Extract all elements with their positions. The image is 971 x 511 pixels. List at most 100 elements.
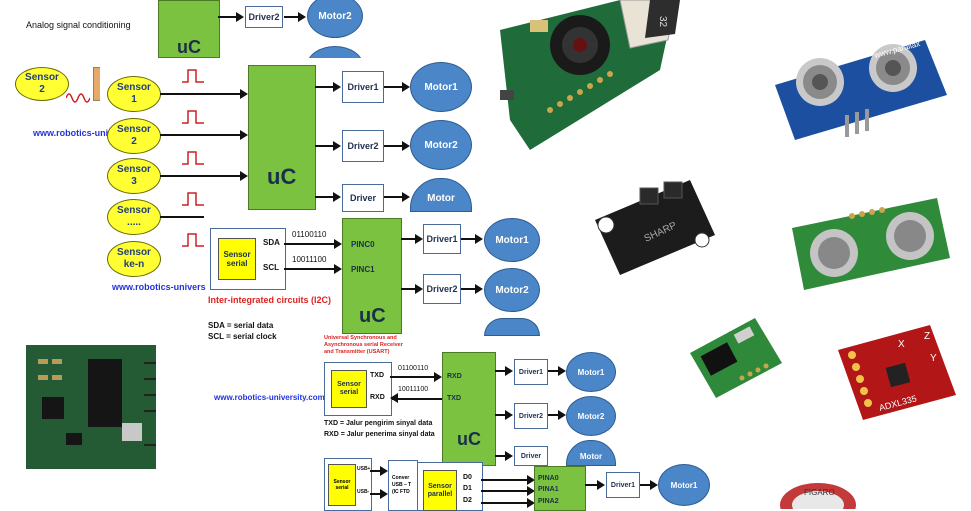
i2c-driver2-to-motor2	[461, 284, 483, 294]
driver3-box: Driver	[342, 184, 384, 212]
data-line-d0: D0	[463, 474, 472, 481]
i2c-bits-1: 01100110	[292, 230, 327, 239]
uc-to-driver1	[315, 82, 341, 92]
usart-driver2: Driver2	[514, 403, 548, 429]
pin-a0: PINA0	[538, 475, 559, 482]
d1-arrow	[481, 486, 535, 496]
usb-minus-arrow	[370, 489, 388, 499]
usb-minus-label: USB-	[357, 489, 370, 495]
motor1: Motor1	[410, 62, 472, 112]
sensor-dots: Sensor .....	[107, 199, 161, 235]
analog-wave-icon	[66, 93, 90, 103]
i2c-motor1: Motor1	[484, 218, 540, 262]
top-arrow-motor2	[284, 12, 306, 22]
usart-sensor-label: Sensor serial	[337, 381, 361, 396]
i2c-uc-label: uC	[359, 305, 386, 327]
usb-plus-label: USB+	[357, 466, 371, 472]
usart-pin-rxd: RXD	[370, 394, 385, 401]
i2c-note-sda: SDA = serial data	[208, 321, 274, 330]
ultrasonic-sensor-blue-photo: www.parallax	[775, 40, 947, 140]
usart-heading: Universal Synchronous and Asynchronous s…	[324, 335, 403, 355]
bottom-sensor-parallel: Sensor parallel	[423, 470, 457, 511]
usart-motor3: Motor	[566, 440, 616, 466]
gas-sensor-label: FIGARO	[804, 488, 835, 497]
usart-sensor-block: Sensor serial	[331, 370, 367, 408]
usart-driver2-to-motor2	[548, 410, 566, 420]
top-uc-label: uC	[177, 37, 201, 57]
usb-plus-arrow	[370, 466, 388, 476]
usart-uc-rxd: RXD	[447, 373, 462, 380]
pin-a1: PINA1	[538, 486, 559, 493]
driver2-box: Driver2	[342, 130, 384, 162]
top-uc-block: uC	[158, 0, 220, 58]
i2c-caption: Inter-integrated circuits (I2C)	[208, 295, 332, 305]
usart-note-rxd: RXD = Jalur penerima sinyal data	[324, 431, 435, 438]
i2c-pin-scl: SCL	[263, 263, 279, 272]
usart-bits-1: 01100110	[398, 365, 429, 372]
uc-to-driver3	[315, 192, 341, 202]
i2c-sensor-block: Sensor serial	[218, 238, 256, 280]
top-motor2: Motor2	[307, 0, 363, 38]
digital-pulse-icon-5	[182, 233, 204, 247]
top-sensor2: Sensor 2	[15, 67, 69, 101]
driver1-box: Driver1	[342, 71, 384, 103]
usart-url: www.robotics-university.com	[214, 393, 325, 402]
camera-card-text: 32	[657, 16, 668, 28]
usart-pin-txd: TXD	[370, 372, 384, 379]
top-driver2-box: Driver2	[245, 6, 283, 28]
bottom-sensor-serial: Sensor serial	[328, 464, 356, 506]
usart-uc-block: RXD TXD uC	[442, 352, 496, 466]
parallel-url: www.robotics-uni	[33, 128, 109, 138]
bottom-uc-to-driver	[585, 480, 605, 490]
i2c-uc-to-driver1	[401, 234, 423, 244]
i2c-bits-2: 10011100	[292, 255, 327, 264]
driver1-to-motor1	[384, 82, 410, 92]
bottom-sensor-parallel-label: Sensor parallel	[427, 482, 453, 498]
i2c-uc-to-driver2	[401, 284, 423, 294]
sensor-2: Sensor 2	[107, 118, 161, 154]
i2c-motor2: Motor2	[484, 268, 540, 312]
usb-converter-box: Conver USB – T (IC FTD	[388, 460, 418, 511]
usart-uc-to-driver2	[495, 410, 513, 420]
i2c-sda-arrow	[284, 239, 342, 249]
parallel-uc-label: uC	[267, 164, 297, 189]
i2c-uc-block: PINC0 PINC1 uC	[342, 218, 402, 334]
parallel-uc-block: uC	[248, 65, 316, 210]
bottom-driver1: Driver1	[606, 472, 640, 498]
motor3-label: Motor	[427, 192, 455, 204]
sharp-ir-sensor-photo: SHARP	[595, 180, 715, 275]
usart-motor2: Motor2	[566, 396, 616, 436]
digital-pulse-icon-2	[182, 110, 204, 124]
bottom-driver-to-motor	[640, 480, 658, 490]
usart-rxd-arrowhead	[390, 393, 398, 403]
data-line-d1: D1	[463, 485, 472, 492]
motor2: Motor2	[410, 120, 472, 170]
i2c-pinc1: PINC1	[351, 265, 375, 274]
bottom-motor1: Motor1	[658, 464, 710, 506]
i2c-driver2: Driver2	[423, 274, 461, 304]
i2c-pinc0: PINC0	[351, 240, 375, 249]
i2c-driver1-to-motor1	[461, 234, 483, 244]
driver3-to-motor3	[384, 192, 410, 202]
bottom-sensor-serial-label: Sensor serial	[333, 479, 351, 491]
top-arrow-driver2	[218, 12, 244, 22]
sensor-dots-line	[160, 216, 204, 218]
ic-board-photo	[26, 345, 156, 469]
data-line-d2: D2	[463, 497, 472, 504]
usb-converter-label: Conver USB – T (IC FTD	[392, 475, 412, 495]
accelerometer-adxl335-photo: X Y Z ADXL335	[838, 325, 956, 420]
sensor-ke-n: Sensor ke-n	[107, 241, 161, 277]
usart-note-txd: TXD = Jalur pengirim sinyal data	[324, 420, 433, 427]
sensor3-to-uc	[160, 171, 248, 181]
bottom-uc-block: PINA0 PINA1 PINA2	[534, 466, 586, 511]
camera-module-photo: 32	[500, 0, 680, 150]
usart-driver3: Driver	[514, 446, 548, 466]
i2c-sensor-label: Sensor serial	[223, 250, 251, 268]
usart-txd-arrow	[390, 372, 442, 382]
i2c-pin-sda: SDA	[263, 238, 280, 247]
d2-arrow	[481, 498, 535, 508]
ultrasonic-sensor-green-photo	[792, 198, 950, 290]
humidity-sensor-module-photo	[690, 318, 782, 398]
sensor-1: Sensor 1	[107, 76, 161, 112]
usart-motor1: Motor1	[566, 352, 616, 392]
